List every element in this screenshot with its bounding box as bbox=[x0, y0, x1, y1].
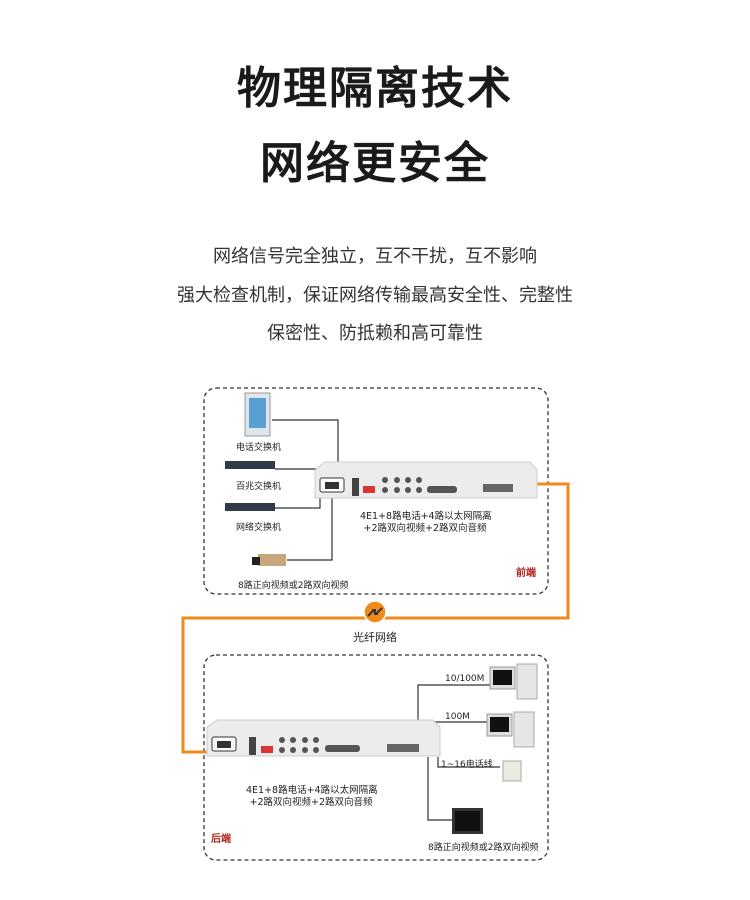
telephone-device bbox=[502, 760, 522, 782]
back-converter-device bbox=[206, 719, 441, 757]
front-caption-1: 4E1+8路电话+4路以太网隔离 bbox=[360, 511, 492, 522]
camera-device bbox=[252, 554, 286, 566]
phone-switch-device bbox=[244, 392, 271, 437]
back-end-box bbox=[203, 654, 549, 861]
100m-switch-device bbox=[225, 461, 275, 469]
computer-1 bbox=[489, 663, 538, 700]
title-line-2: 网络更安全 bbox=[260, 138, 490, 189]
network-switch-label: 网络交换机 bbox=[236, 523, 282, 533]
100m-switch-label: 百兆交换机 bbox=[236, 482, 282, 492]
monitor-device bbox=[452, 808, 483, 834]
front-end-box bbox=[203, 387, 549, 595]
fiber-network-label: 光纤网络 bbox=[353, 631, 397, 644]
computer-2 bbox=[486, 711, 535, 748]
front-converter-device bbox=[314, 461, 538, 499]
fiber-icon bbox=[363, 600, 387, 624]
link-10-100m-label: 10/100M bbox=[445, 674, 485, 684]
link-100m-label: 100M bbox=[445, 712, 470, 722]
back-caption-1: 4E1+8路电话+4路以太网隔离 bbox=[246, 785, 378, 796]
description-line-3: 保密性、防抵赖和高可靠性 bbox=[267, 323, 483, 344]
back-caption-2: +2路双向视频+2路双向音频 bbox=[249, 797, 373, 808]
front-end-label: 前端 bbox=[516, 568, 536, 579]
description-line-1: 网络信号完全独立，互不干扰，互不影响 bbox=[213, 246, 537, 267]
phone-line-label: 1~16电话线 bbox=[441, 760, 493, 770]
back-end-label: 后端 bbox=[211, 834, 231, 845]
camera-label: 8路正向视频或2路双向视频 bbox=[238, 581, 349, 591]
description-line-2: 强大检查机制，保证网络传输最高安全性、完整性 bbox=[177, 285, 573, 306]
network-switch-device bbox=[225, 503, 275, 511]
phone-switch-label: 电话交换机 bbox=[236, 443, 282, 453]
monitor-label: 8路正向视频或2路双向视频 bbox=[428, 843, 539, 853]
front-caption-2: +2路双向视频+2路双向音频 bbox=[363, 523, 487, 534]
title-line-1: 物理隔离技术 bbox=[237, 63, 513, 114]
